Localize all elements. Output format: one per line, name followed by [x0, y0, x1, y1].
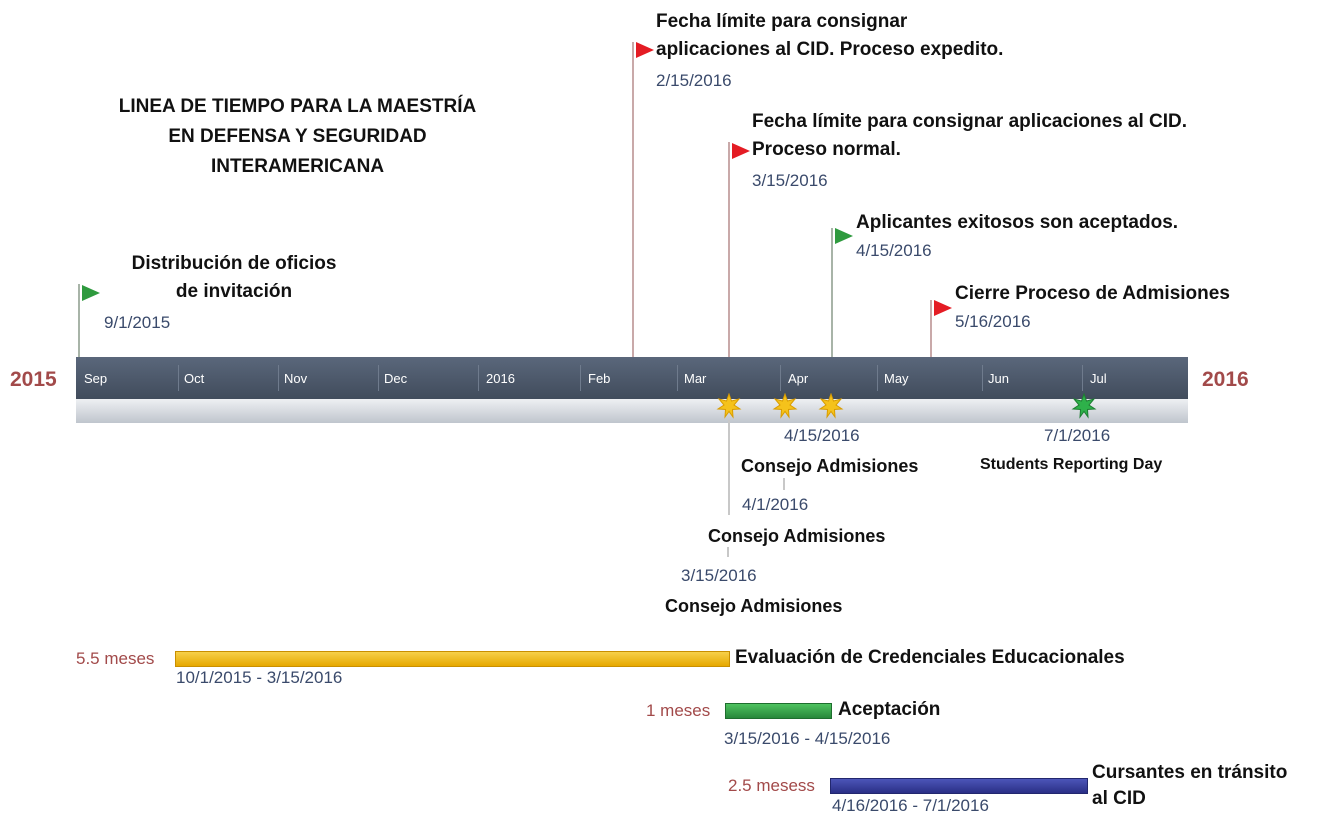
timeline-title: LINEA DE TIEMPO PARA LA MAESTRÍA EN DEFE…	[60, 92, 535, 182]
month-label: Mar	[684, 371, 707, 386]
milestone-label: Students Reporting Day	[980, 456, 1163, 473]
milestone-label: Fecha límite para consignar aplicaciones…	[752, 111, 1188, 160]
milestone-label: Cierre Proceso de Admisiones	[955, 283, 1230, 304]
milestone-label: Fecha límite para consignar aplicaciones…	[656, 11, 1004, 60]
title-line-1: LINEA DE TIEMPO PARA LA MAESTRÍA	[118, 96, 477, 117]
month-divider	[780, 365, 781, 391]
milestone-label: Consejo Admisiones	[708, 526, 886, 546]
month-divider	[478, 365, 479, 391]
title-line-2: EN DEFENSA Y SEGURIDAD	[168, 126, 427, 147]
month-label: Feb	[588, 371, 611, 386]
milestone-stem	[728, 142, 730, 358]
duration-bar	[830, 778, 1088, 794]
month-divider	[1082, 365, 1083, 391]
milestone-label: Distribución de oficios de invitación	[131, 253, 337, 302]
month-label: Apr	[788, 371, 809, 386]
milestone-stem	[831, 228, 833, 358]
milestone-date: 2/15/2016	[656, 71, 732, 90]
month-divider	[278, 365, 279, 391]
milestone-stem	[930, 300, 932, 358]
green-flag-icon	[835, 228, 853, 244]
duration-length: 2.5 mesess	[728, 776, 815, 795]
milestone-stem	[727, 547, 729, 557]
month-label: Oct	[184, 371, 205, 386]
month-divider	[178, 365, 179, 391]
red-flag-icon	[732, 143, 750, 159]
duration-length: 5.5 meses	[76, 649, 155, 668]
month-label: Dec	[384, 371, 408, 386]
milestone-label: Aplicantes exitosos son aceptados.	[856, 212, 1179, 233]
duration-range: 10/1/2015 - 3/15/2016	[176, 668, 343, 687]
duration-length: 1 meses	[646, 701, 711, 720]
duration-label: Cursantes en tránsito al CID	[1092, 762, 1288, 809]
month-divider	[378, 365, 379, 391]
duration-bar	[725, 703, 832, 719]
timeline-axis-shadow	[76, 399, 1188, 423]
star-icon	[1071, 393, 1097, 419]
month-divider	[677, 365, 678, 391]
month-label: May	[884, 371, 909, 386]
month-label: Jun	[988, 371, 1009, 386]
milestone-stem	[78, 284, 80, 358]
duration-label: Aceptación	[838, 699, 941, 720]
milestone-date: 7/1/2016	[1044, 426, 1111, 445]
milestone-date: 4/1/2016	[742, 495, 809, 514]
green-flag-icon	[82, 285, 100, 301]
duration-label: Evaluación de Credenciales Educacionales	[735, 647, 1125, 668]
end-year: 2016	[1202, 368, 1249, 391]
duration-range: 4/16/2016 - 7/1/2016	[832, 796, 989, 815]
milestone-date: 4/15/2016	[784, 426, 860, 445]
milestone-label: Consejo Admisiones	[665, 596, 843, 616]
month-label: 2016	[486, 371, 515, 386]
red-flag-icon	[636, 42, 654, 58]
milestone-stem	[632, 42, 634, 358]
month-divider	[982, 365, 983, 391]
milestone-date: 4/15/2016	[856, 241, 932, 260]
month-label: Nov	[284, 371, 308, 386]
milestone-date: 5/16/2016	[955, 312, 1031, 331]
title-line-3: INTERAMERICANA	[210, 156, 385, 177]
month-divider	[580, 365, 581, 391]
milestone-label: Consejo Admisiones	[741, 456, 919, 476]
timeline-axis	[76, 357, 1188, 399]
milestone-date: 3/15/2016	[752, 171, 828, 190]
star-icon	[818, 393, 844, 419]
star-icon	[772, 393, 798, 419]
milestone-date: 3/15/2016	[681, 566, 757, 585]
start-year: 2015	[10, 368, 57, 391]
month-label: Sep	[84, 371, 108, 386]
red-flag-icon	[934, 300, 952, 316]
duration-bar	[175, 651, 730, 667]
month-label: Jul	[1090, 371, 1107, 386]
milestone-stem	[783, 478, 785, 490]
star-icon	[716, 393, 742, 419]
milestone-date: 9/1/2015	[104, 313, 171, 332]
milestone-stem	[728, 420, 730, 515]
duration-range: 3/15/2016 - 4/15/2016	[724, 729, 891, 748]
month-divider	[877, 365, 878, 391]
